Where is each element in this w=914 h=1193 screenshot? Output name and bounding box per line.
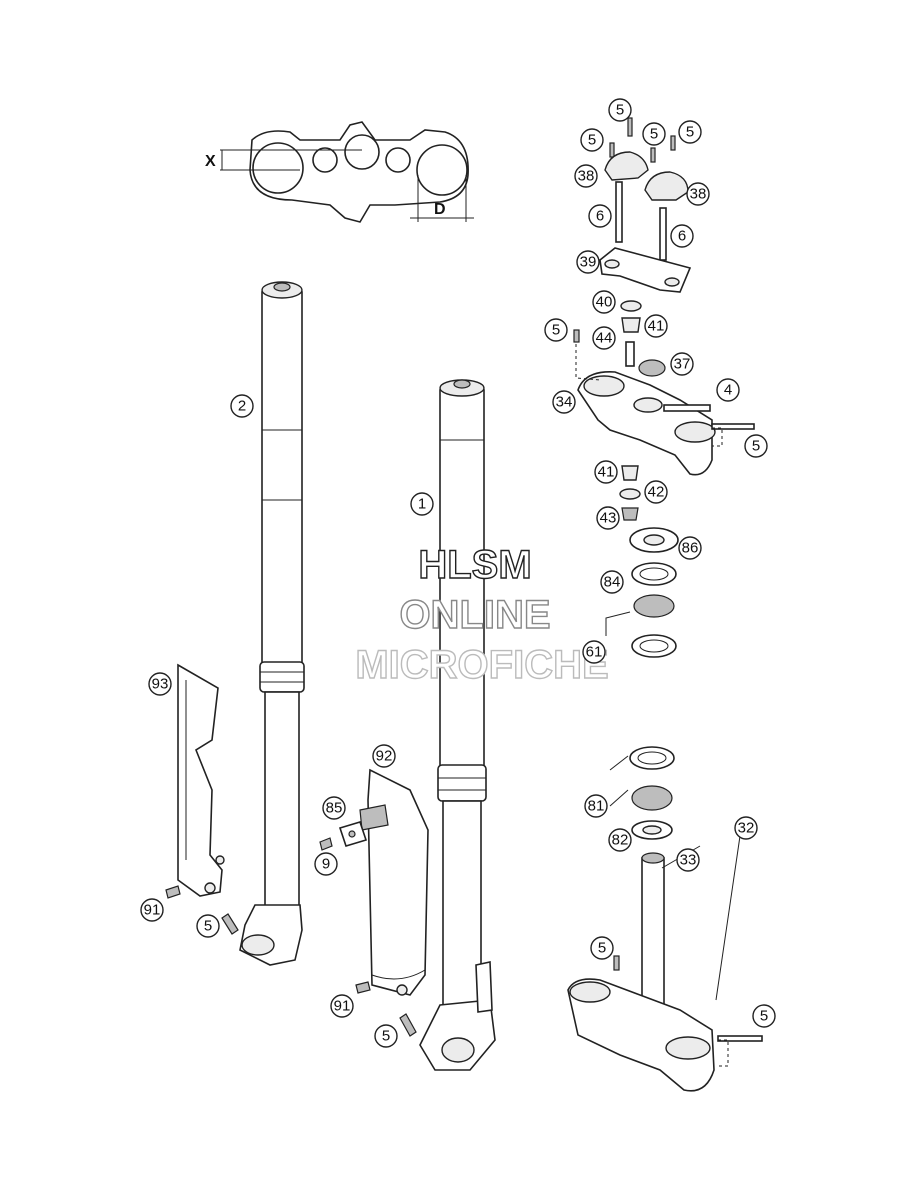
svg-text:5: 5 [552, 322, 560, 339]
callout-82: 82 [608, 828, 632, 852]
callout-5: 5 [196, 914, 220, 938]
callout-5: 5 [580, 128, 604, 152]
svg-text:39: 39 [580, 254, 597, 271]
callout-84: 84 [600, 570, 624, 594]
watermark-line-2: ONLINE [399, 593, 550, 637]
svg-text:86: 86 [682, 540, 699, 557]
guard-screws [165, 837, 417, 1037]
svg-text:43: 43 [600, 510, 617, 527]
svg-text:5: 5 [616, 102, 624, 119]
clamp-85 [338, 821, 368, 847]
callout-5: 5 [544, 318, 568, 342]
svg-text:41: 41 [648, 318, 665, 335]
svg-text:84: 84 [604, 574, 621, 591]
svg-text:9: 9 [322, 856, 330, 873]
callout-85: 85 [322, 796, 346, 820]
callout-32: 32 [734, 816, 758, 840]
callout-92: 92 [372, 744, 396, 768]
callout-5: 5 [608, 98, 632, 122]
triple-clamp-offset-inset: X D [205, 121, 474, 223]
svg-text:38: 38 [578, 168, 595, 185]
svg-text:2: 2 [238, 398, 246, 415]
svg-text:85: 85 [326, 800, 343, 817]
svg-text:5: 5 [760, 1008, 768, 1025]
svg-text:37: 37 [674, 356, 691, 373]
callout-61: 61 [582, 640, 606, 664]
callout-33: 33 [676, 848, 700, 872]
svg-text:34: 34 [556, 394, 573, 411]
callout-93: 93 [148, 672, 172, 696]
svg-text:5: 5 [650, 126, 658, 143]
svg-text:81: 81 [588, 798, 605, 815]
svg-text:6: 6 [596, 208, 604, 225]
svg-text:61: 61 [586, 644, 603, 661]
svg-text:32: 32 [738, 820, 755, 837]
svg-text:5: 5 [598, 940, 606, 957]
callout-6: 6 [588, 204, 612, 228]
svg-text:5: 5 [588, 132, 596, 149]
svg-text:41: 41 [598, 464, 615, 481]
fork-guard-93 [177, 663, 225, 897]
svg-text:92: 92 [376, 748, 393, 765]
callout-43: 43 [596, 506, 620, 530]
callout-5: 5 [678, 120, 702, 144]
svg-text:5: 5 [204, 918, 212, 935]
dim-d-label: D [434, 201, 446, 218]
svg-text:38: 38 [690, 186, 707, 203]
svg-text:91: 91 [334, 998, 351, 1015]
fork-leg-2 [239, 281, 305, 966]
svg-text:40: 40 [596, 294, 613, 311]
dim-x-label: X [205, 153, 216, 170]
callout-5: 5 [590, 936, 614, 960]
callout-5: 5 [744, 434, 768, 458]
svg-text:42: 42 [648, 484, 665, 501]
svg-text:6: 6 [678, 228, 686, 245]
fork-guard-92 [359, 768, 429, 996]
watermark-line-1: HLSM [418, 543, 531, 587]
callout-40: 40 [592, 290, 616, 314]
svg-text:91: 91 [144, 902, 161, 919]
callout-2: 2 [230, 394, 254, 418]
svg-text:5: 5 [382, 1028, 390, 1045]
lower-stem-stack [567, 611, 763, 1092]
svg-text:1: 1 [418, 496, 426, 513]
callout-37: 37 [670, 352, 694, 376]
svg-text:5: 5 [686, 124, 694, 141]
fork-leg-1 [419, 379, 496, 1071]
callout-38: 38 [574, 164, 598, 188]
callout-91: 91 [330, 994, 354, 1018]
callout-44: 44 [592, 326, 616, 350]
callout-41: 41 [594, 460, 618, 484]
callout-5: 5 [642, 122, 666, 146]
callout-5: 5 [374, 1024, 398, 1048]
callout-9: 9 [314, 852, 338, 876]
callout-38: 38 [686, 182, 710, 206]
callout-6: 6 [670, 224, 694, 248]
svg-text:82: 82 [612, 832, 629, 849]
callout-34: 34 [552, 390, 576, 414]
callout-91: 91 [140, 898, 164, 922]
callout-1: 1 [410, 492, 434, 516]
watermark: HLSM ONLINE MICROFICHE [355, 542, 610, 687]
callout-86: 86 [678, 536, 702, 560]
callout-4: 4 [716, 378, 740, 402]
svg-text:4: 4 [724, 382, 732, 399]
callout-39: 39 [576, 250, 600, 274]
upper-clamp-stack [573, 117, 755, 658]
callout-5: 5 [752, 1004, 776, 1028]
svg-text:93: 93 [152, 676, 169, 693]
callout-81: 81 [584, 794, 608, 818]
callout-41: 41 [644, 314, 668, 338]
svg-text:44: 44 [596, 330, 613, 347]
svg-text:5: 5 [752, 438, 760, 455]
callout-42: 42 [644, 480, 668, 504]
watermark-line-3: MICROFICHE [355, 643, 608, 687]
svg-text:33: 33 [680, 852, 697, 869]
